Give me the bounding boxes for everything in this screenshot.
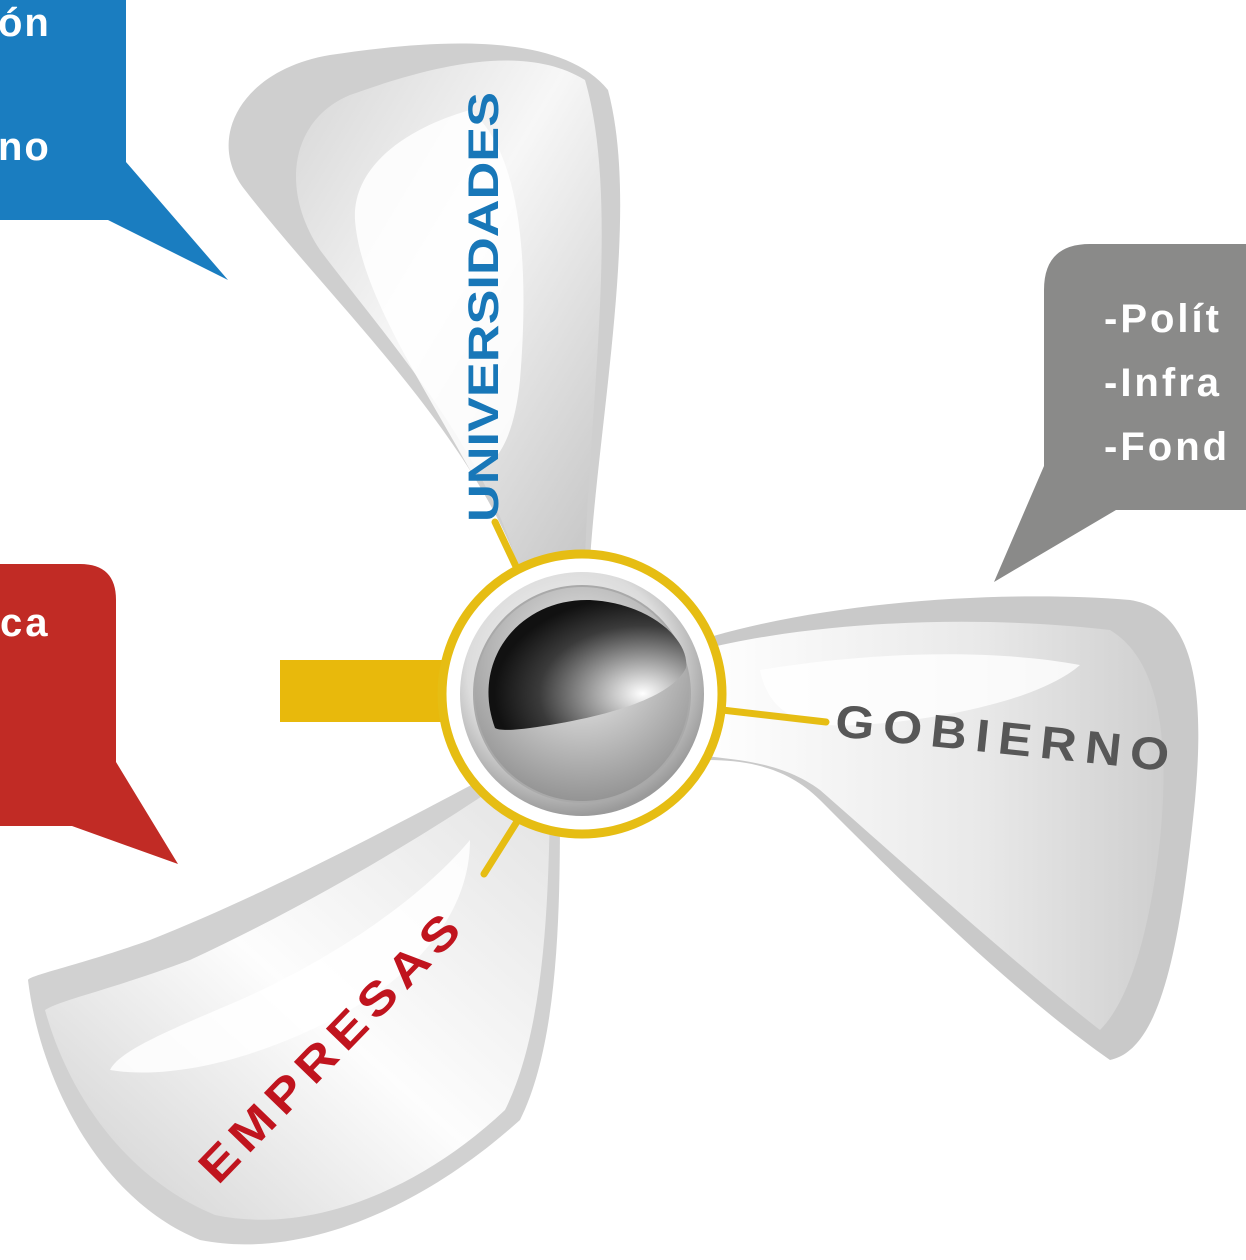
spoke-empresas [480,816,522,878]
spoke-gobierno [718,706,830,726]
callout-blue-line-1: ón [0,1,51,45]
propeller-shaft [280,660,460,722]
blade-gobierno [700,596,1199,1060]
callout-gray-line-1: -Polít [1104,297,1222,341]
callout-gray: -Polít -Infra -Fond [994,244,1246,582]
callout-gray-bubble [994,244,1246,582]
propeller-hub [437,549,727,839]
callout-blue-line-2: no [0,125,51,169]
blade-universidades [228,43,621,571]
callout-red-line-1: ca [0,601,51,645]
blade-empresas [28,760,560,1245]
callout-blue-bubble [0,0,228,280]
callout-blue: ón no [0,0,228,280]
blade-top-highlight [354,110,524,470]
callout-red: ca [0,564,178,864]
blade-bottom-highlight [110,840,470,1073]
blade-right-highlight [760,654,1080,726]
callout-red-bubble [0,564,178,864]
callout-gray-line-3: -Fond [1104,425,1230,469]
hub-dome [488,599,687,730]
blade-label-universidades: UNIVERSIDADES [460,92,508,522]
callout-gray-line-2: -Infra [1104,361,1222,405]
